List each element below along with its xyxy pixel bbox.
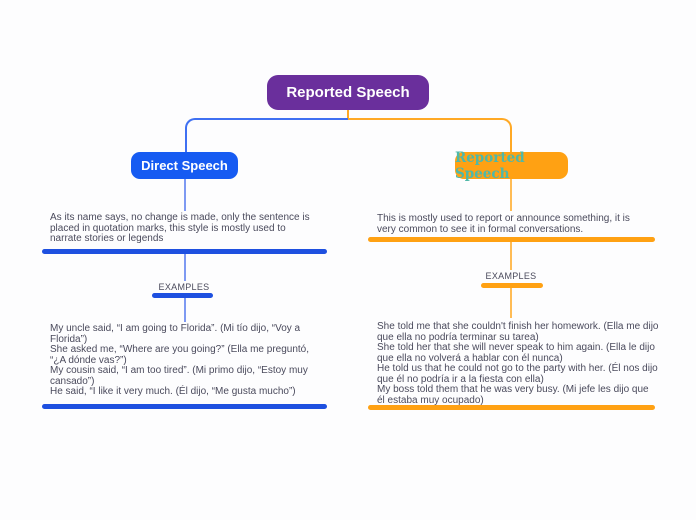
connector-examples-to-list-left — [184, 298, 186, 322]
direct-speech-examples[interactable]: My uncle said, “I am going to Florida”. … — [50, 323, 310, 397]
direct-examples-underline — [42, 404, 327, 409]
direct-speech-description[interactable]: As its name says, no change is made, onl… — [50, 212, 310, 244]
reported-speech-label: Reported Speech — [455, 149, 525, 182]
connector-examples-to-list-right — [510, 288, 512, 318]
reported-examples-underline — [368, 405, 655, 410]
reported-speech-description[interactable]: This is mostly used to report or announc… — [377, 213, 630, 235]
direct-speech-label: Direct Speech — [141, 158, 228, 173]
direct-description-underline — [42, 249, 327, 254]
connector-description-to-examples-left — [184, 254, 186, 281]
examples-underline-right — [481, 283, 543, 288]
branch-node-reported-speech[interactable]: Reported Speech — [455, 149, 568, 182]
connector-reported-to-description — [510, 179, 512, 211]
examples-underline-left — [152, 293, 213, 298]
connector-direct-to-description — [184, 179, 186, 211]
reported-speech-examples[interactable]: She told me that she couldn't finish her… — [377, 321, 659, 406]
examples-label-left[interactable]: EXAMPLES — [158, 282, 210, 292]
root-connector-stub — [347, 110, 349, 119]
reported-description-underline — [368, 237, 655, 242]
connector-root-to-reported — [348, 118, 512, 152]
root-topic-label: Reported Speech — [286, 84, 410, 101]
connector-description-to-examples-right — [510, 242, 512, 270]
examples-label-right[interactable]: EXAMPLES — [485, 271, 537, 281]
connector-root-to-direct — [185, 118, 348, 152]
branch-node-direct-speech[interactable]: Direct Speech — [131, 152, 238, 179]
root-topic-node[interactable]: Reported Speech — [267, 75, 429, 110]
